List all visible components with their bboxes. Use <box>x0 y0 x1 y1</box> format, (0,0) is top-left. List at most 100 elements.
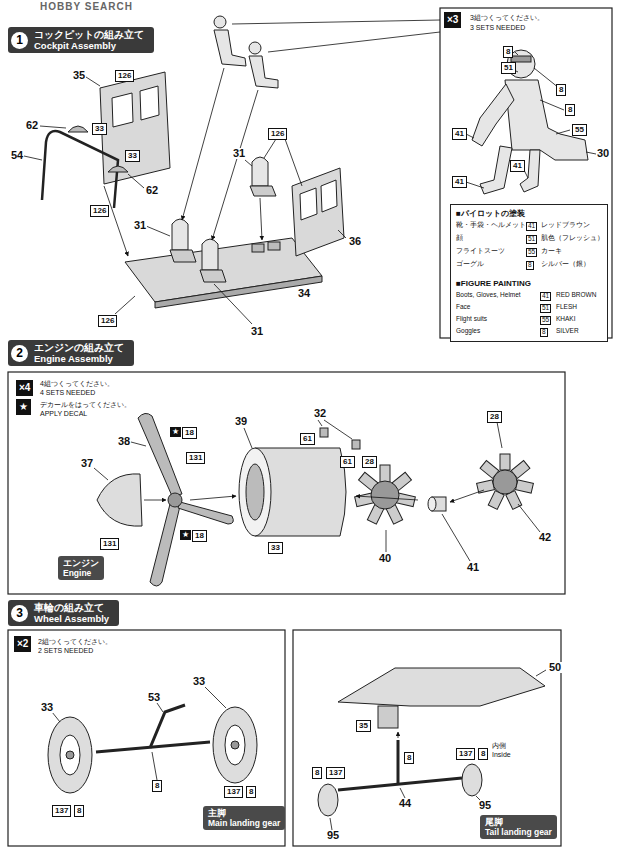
part-number: 35 <box>72 70 86 81</box>
color-code: 41 <box>510 160 525 172</box>
part-number: 31 <box>250 326 264 337</box>
color-code: 18 <box>192 530 207 542</box>
step-number: 1 <box>11 32 28 49</box>
color-code: 28 <box>487 411 502 423</box>
table-cell: 肌色（フレッシュ） <box>541 235 604 242</box>
color-code: 35 <box>356 720 371 732</box>
color-code: 51 <box>526 235 537 244</box>
part-number: 39 <box>234 416 248 427</box>
color-code: 41 <box>452 176 467 188</box>
color-code: 8 <box>152 780 162 792</box>
instruction-note: 4組つくってください。 <box>40 380 114 387</box>
table-cell: レッドブラウン <box>541 222 590 229</box>
decal-star: ★ <box>170 427 181 437</box>
color-code: 8 <box>540 328 548 337</box>
count-badge: ×3 <box>444 12 461 28</box>
header-text-group: 車輪の組み立てWheel Assembly <box>34 602 109 624</box>
color-code: 33 <box>92 123 107 135</box>
table-cell: FLESH <box>556 304 577 311</box>
color-code: 33 <box>125 150 140 162</box>
count-badge: ×4 <box>16 380 33 396</box>
color-code: 18 <box>182 427 197 439</box>
color-code: 55 <box>572 124 587 136</box>
node-text: ×2 <box>17 638 28 650</box>
header-text-group: コックピットの組み立てCockpit Assembly <box>34 29 144 51</box>
table-heading: ■FIGURE PAINTING <box>456 279 531 288</box>
node-text: 主脚 <box>208 808 280 818</box>
color-code: 33 <box>268 542 283 554</box>
color-code: 8 <box>503 46 513 58</box>
instruction-note: 4 SETS NEEDED <box>40 389 95 396</box>
instruction-note: APPLY DECAL <box>40 410 87 417</box>
color-code: 137 <box>52 805 71 817</box>
table-cell: RED BROWN <box>556 292 596 299</box>
part-number: 33 <box>40 702 54 713</box>
color-code: 126 <box>90 205 109 217</box>
part-number: 31 <box>232 148 246 159</box>
part-number: 38 <box>117 436 131 447</box>
color-code: 41 <box>526 222 537 231</box>
part-number: 54 <box>10 150 24 161</box>
instruction-note: 2 SETS NEEDED <box>38 647 93 654</box>
decal-star: ★ <box>180 530 191 540</box>
color-code: 126 <box>98 315 117 327</box>
instruction-note: 2組つくってください。 <box>38 638 112 645</box>
part-number: 44 <box>398 798 412 809</box>
color-code: 8 <box>74 805 84 817</box>
table-cell: Goggles <box>456 328 480 335</box>
section-title: エンジンの組み立て <box>34 342 124 353</box>
table-cell: 靴・手袋・ヘルメット <box>456 222 526 229</box>
instruction-note: 3 SETS NEEDED <box>470 24 525 31</box>
table-cell: Boots, Gloves, Helmet <box>456 292 521 299</box>
part-number: 53 <box>147 692 161 703</box>
color-code: 8 <box>312 767 322 779</box>
color-code: 41 <box>452 128 467 140</box>
part-number: 36 <box>348 236 362 247</box>
section-title: Cockpit Assembly <box>34 40 144 51</box>
node-text: Tail landing gear <box>485 827 552 837</box>
watermark: HOBBY SEARCH <box>40 2 133 12</box>
step-number: 3 <box>11 605 28 622</box>
part-number: 37 <box>80 458 94 469</box>
table-cell: フライトスーツ <box>456 248 505 255</box>
table-cell: ゴーグル <box>456 261 484 268</box>
count-badge: ×2 <box>14 636 31 652</box>
color-code: 51 <box>501 62 516 74</box>
part-number: 33 <box>192 676 206 687</box>
table-cell: SILVER <box>556 328 579 335</box>
node-text: ★ <box>19 401 28 413</box>
part-number: 30 <box>596 148 610 159</box>
color-code: 8 <box>246 786 256 798</box>
part-number: 50 <box>548 662 562 673</box>
table-cell: Face <box>456 304 470 311</box>
table-heading: ■パイロットの塗装 <box>456 209 525 218</box>
part-number: 95 <box>478 800 492 811</box>
node-text: Main landing gear <box>208 818 280 828</box>
color-code: 126 <box>268 128 287 140</box>
table-cell: シルバー（銀） <box>541 261 590 268</box>
table-cell: 顔 <box>456 235 463 242</box>
color-code: 8 <box>565 104 575 116</box>
sub-assembly-tag: 主脚Main landing gear <box>203 806 285 830</box>
node-text: Engine <box>63 568 99 578</box>
section-header: 2エンジンの組み立てEngine Assembly <box>8 340 134 366</box>
part-number: 40 <box>378 553 392 564</box>
instruction-note: 3組つくってください。 <box>470 14 544 21</box>
section-title: 車輪の組み立て <box>34 602 109 613</box>
color-code: 8 <box>478 748 488 760</box>
color-code: 137 <box>456 748 475 760</box>
color-code: 41 <box>540 292 551 301</box>
part-number: 34 <box>297 288 311 299</box>
section-title: コックピットの組み立て <box>34 29 144 40</box>
part-number: 31 <box>133 220 147 231</box>
color-code: 8 <box>526 261 534 270</box>
instruction-note: 内側 <box>492 742 506 749</box>
instruction-note: Inside <box>492 751 511 758</box>
section-header: 3 車輪の組み立てWheel Assembly <box>8 600 119 626</box>
color-code: 131 <box>100 538 119 550</box>
color-code: 51 <box>540 304 551 313</box>
header-text-group: エンジンの組み立てEngine Assembly <box>34 342 124 364</box>
color-code: 137 <box>326 767 345 779</box>
node-text: ×4 <box>19 382 30 394</box>
